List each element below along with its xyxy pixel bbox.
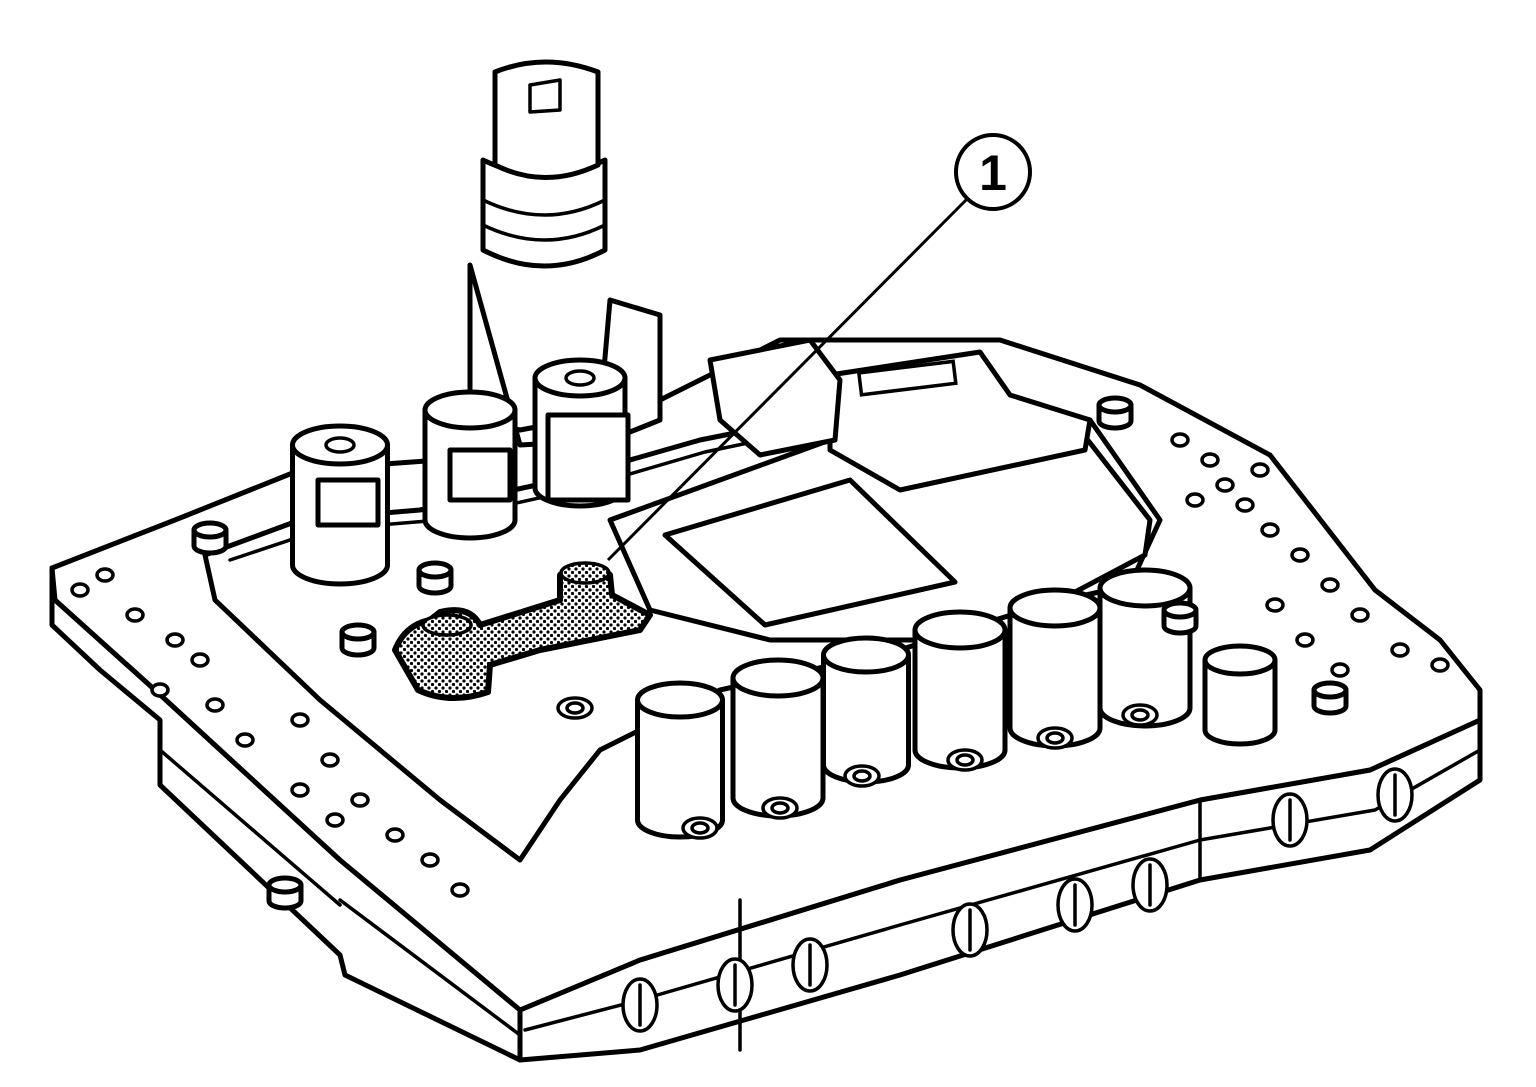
callout-circle [954,133,1032,211]
mounting-hole [1330,662,1350,678]
mounting-hole [190,652,210,668]
solenoids-front-row [556,567,1278,840]
mounting-hole [205,697,225,713]
mounting-holes [70,432,1450,898]
connector-ring-2 [481,223,607,242]
mounting-hole [385,827,405,843]
solenoid [1097,567,1193,729]
solenoid-body [730,675,826,819]
solenoid-body [912,627,1008,771]
solenoid-port [324,436,356,454]
solenoid-connector [315,477,381,528]
solenoid [635,680,725,840]
mounting-hole [1290,547,1310,563]
solenoid-fitting-bore [1045,731,1065,745]
solenoid-cap [821,635,911,675]
solenoids-upper [290,357,631,587]
connector-slot [856,359,958,397]
mounting-hole [1200,452,1220,468]
mounting-hole [325,812,345,828]
mounting-hole [125,607,145,623]
bolt-head [1096,395,1134,415]
solenoid-cap [1097,567,1193,609]
bolt-head [339,622,377,642]
solenoid-body [1202,657,1278,747]
mounting-hole [350,792,370,808]
solenoid [730,657,826,819]
solenoid-fitting-bore [955,753,975,767]
mounting-hole [290,782,310,798]
side-ports [621,767,1414,1033]
bolt-head [191,520,229,540]
bolt-head [266,875,304,895]
mounting-hole [1430,657,1450,673]
solenoid-fitting-bore [770,801,790,815]
control-module [607,337,1153,643]
solenoid-cap [730,657,826,699]
mounting-hole [420,852,440,868]
connector-head [492,59,601,180]
mounting-hole [95,567,115,583]
solenoid-fitting-bore [690,821,710,835]
bolts [191,395,1349,911]
solenoid-cap [1007,587,1103,629]
solenoid [1202,643,1278,747]
mounting-hole [450,882,470,898]
mounting-hole [1170,432,1190,448]
solenoid-body [1007,605,1103,749]
solenoid-cap [1202,643,1278,677]
mounting-hole [1185,492,1205,508]
solenoid-cap [422,389,518,431]
mounting-hole [235,732,255,748]
callout-1: 1 [606,133,1032,562]
solenoid-fitting-bore [1130,708,1150,722]
connector-ring-1 [481,198,607,217]
callout-number: 1 [979,145,1007,201]
solenoid-body [635,697,725,840]
mounting-hole [1295,632,1315,648]
mounting-hole [1350,607,1370,623]
solenoid [821,635,911,785]
mounting-hole [1215,477,1235,493]
mounting-hole [150,682,170,698]
solenoid [1007,587,1103,749]
connector-latch [528,78,562,114]
plate-edge-3 [158,748,342,907]
mounting-hole [320,752,340,768]
solenoid-fitting-bore [852,769,872,783]
solenoid-connector [447,447,513,503]
solenoid-connector [545,412,631,503]
solenoid-port [564,369,596,387]
mounting-hole [1260,522,1280,538]
mounting-hole [1320,577,1340,593]
highlighted-component [392,561,653,702]
mounting-hole [290,712,310,728]
bolt-head [416,560,454,580]
mounting-hole [1235,497,1255,513]
solenoid [912,609,1008,771]
solenoid-fitting-bore [565,701,585,715]
solenoid-cap [912,609,1008,651]
highlighted-cap-left [421,613,473,637]
bolt-head [1311,680,1349,700]
mounting-hole [165,632,185,648]
solenoid-cap [635,680,725,720]
callout-leader-line [606,196,970,562]
mounting-hole [1250,462,1270,478]
highlighted-cap-right [559,561,611,585]
plate-edge-2 [338,898,522,1037]
bolt-head [1161,600,1199,620]
control-module-chip [662,477,958,628]
mounting-hole [1265,597,1285,613]
mounting-hole [70,582,90,598]
mounting-hole [1390,642,1410,658]
